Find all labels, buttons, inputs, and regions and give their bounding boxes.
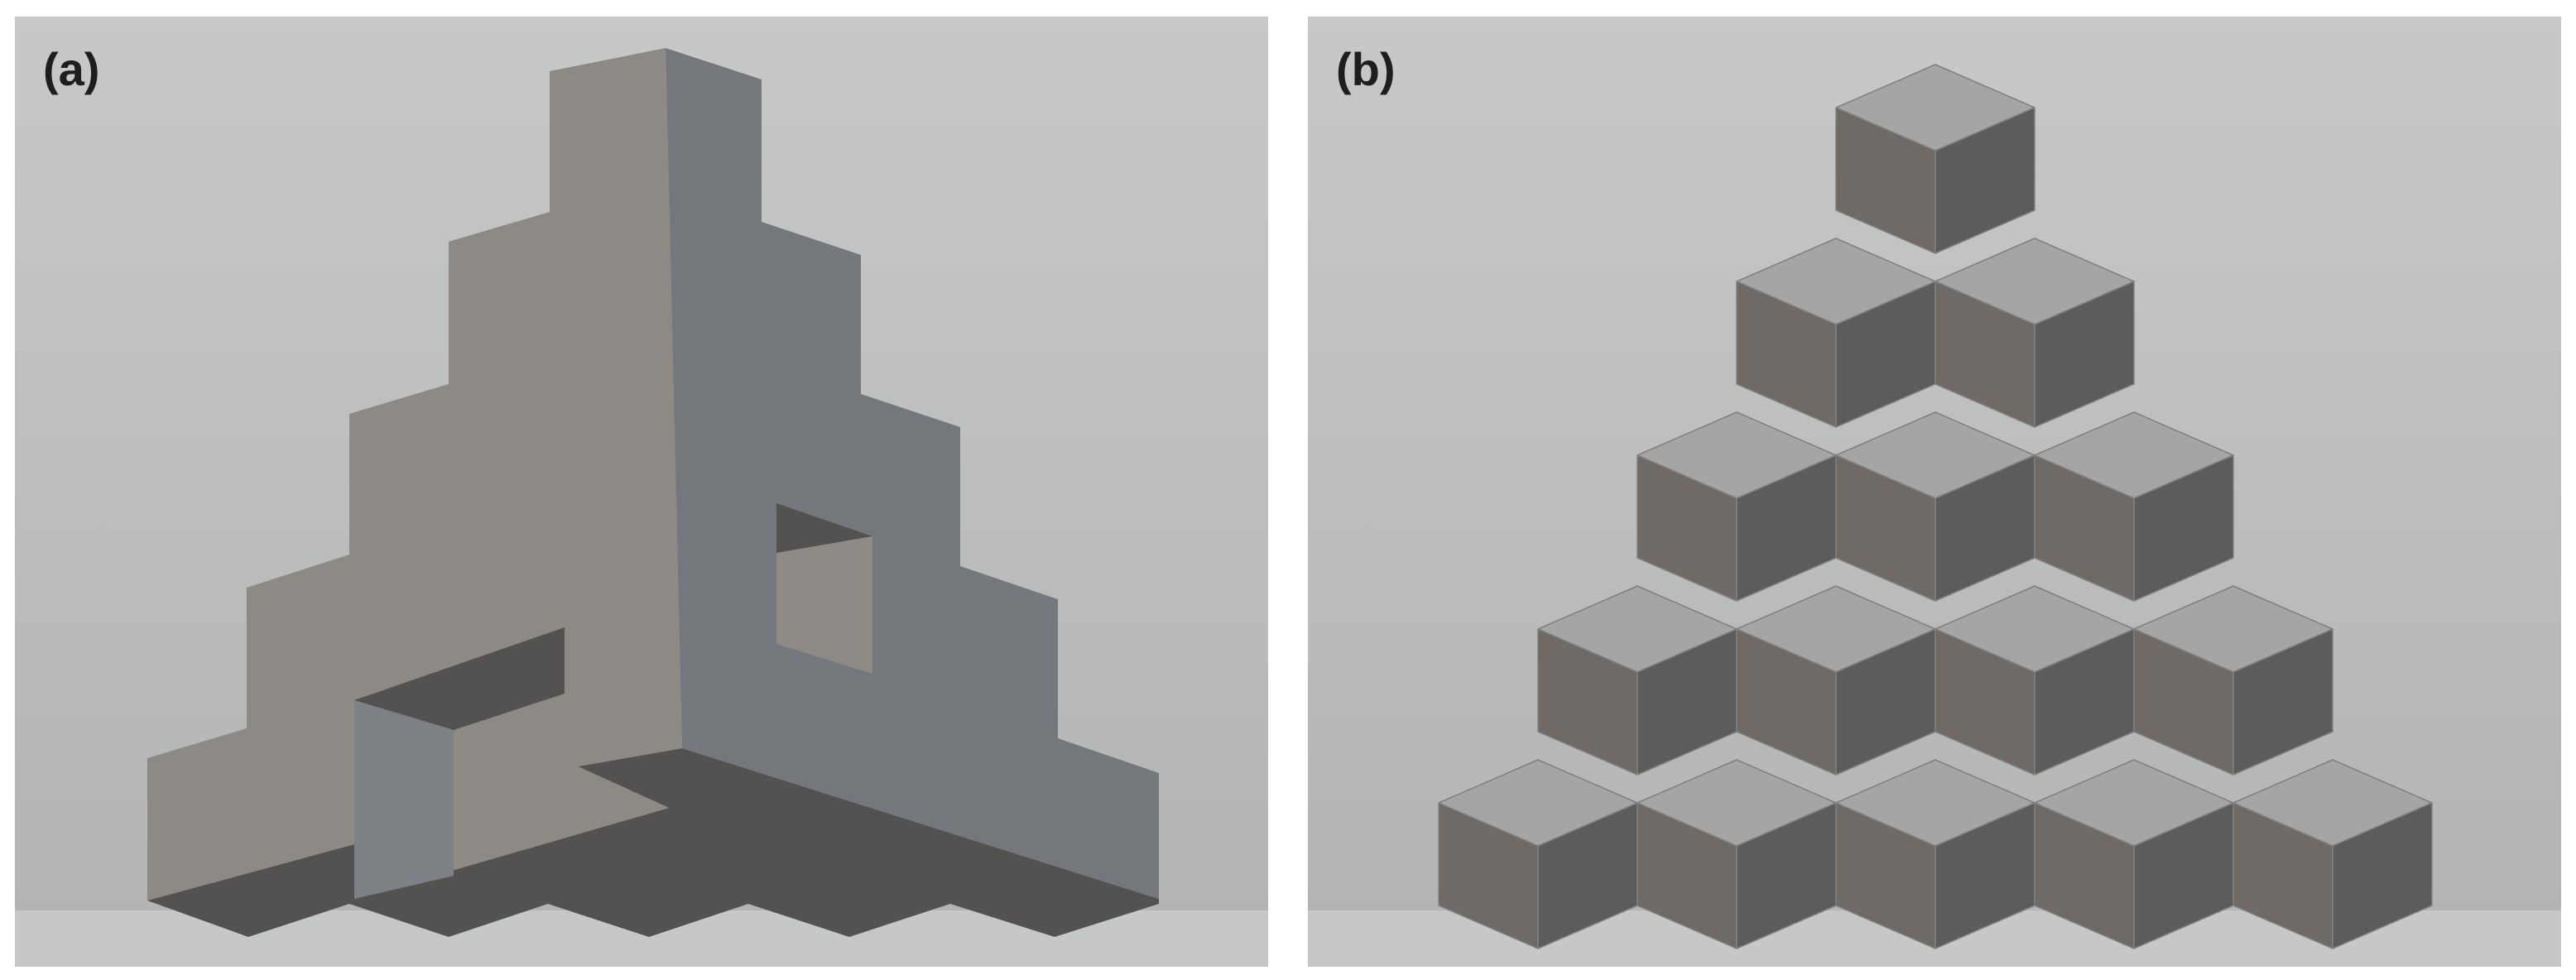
left-notch-top [354,627,565,730]
cube [1736,238,1936,428]
cube [1537,585,1737,776]
cube [2232,759,2433,949]
panel-label-b: (b) [1336,43,1396,95]
cube [2133,585,2333,776]
stepped-pyramid-diagram [15,17,1268,967]
cube-pyramid-diagram [1308,17,2561,967]
panel-label-a: (a) [43,43,100,95]
cube-right-face [2133,454,2234,602]
left-notch-side [354,700,454,899]
cube-right-face [2332,802,2433,949]
cube [1835,411,2035,602]
cube [2034,411,2234,602]
cube [1934,585,2135,776]
cube-group [1438,64,2433,949]
right-stepped-face [666,48,1159,899]
cube [2034,759,2234,949]
cube [1636,411,1837,602]
cube-right-face [2232,628,2333,776]
cube [1835,759,2035,949]
panel-b: (b) [1308,17,2561,967]
cube [1438,759,1638,949]
panel-a: (a) [15,17,1268,967]
cube [1835,64,2035,254]
cube-right-face [2034,281,2135,428]
right-window-side [776,536,872,674]
cube-right-face [1934,107,2035,254]
cube [1636,759,1837,949]
cube [1934,238,2135,428]
underside-shadow [147,748,1159,937]
